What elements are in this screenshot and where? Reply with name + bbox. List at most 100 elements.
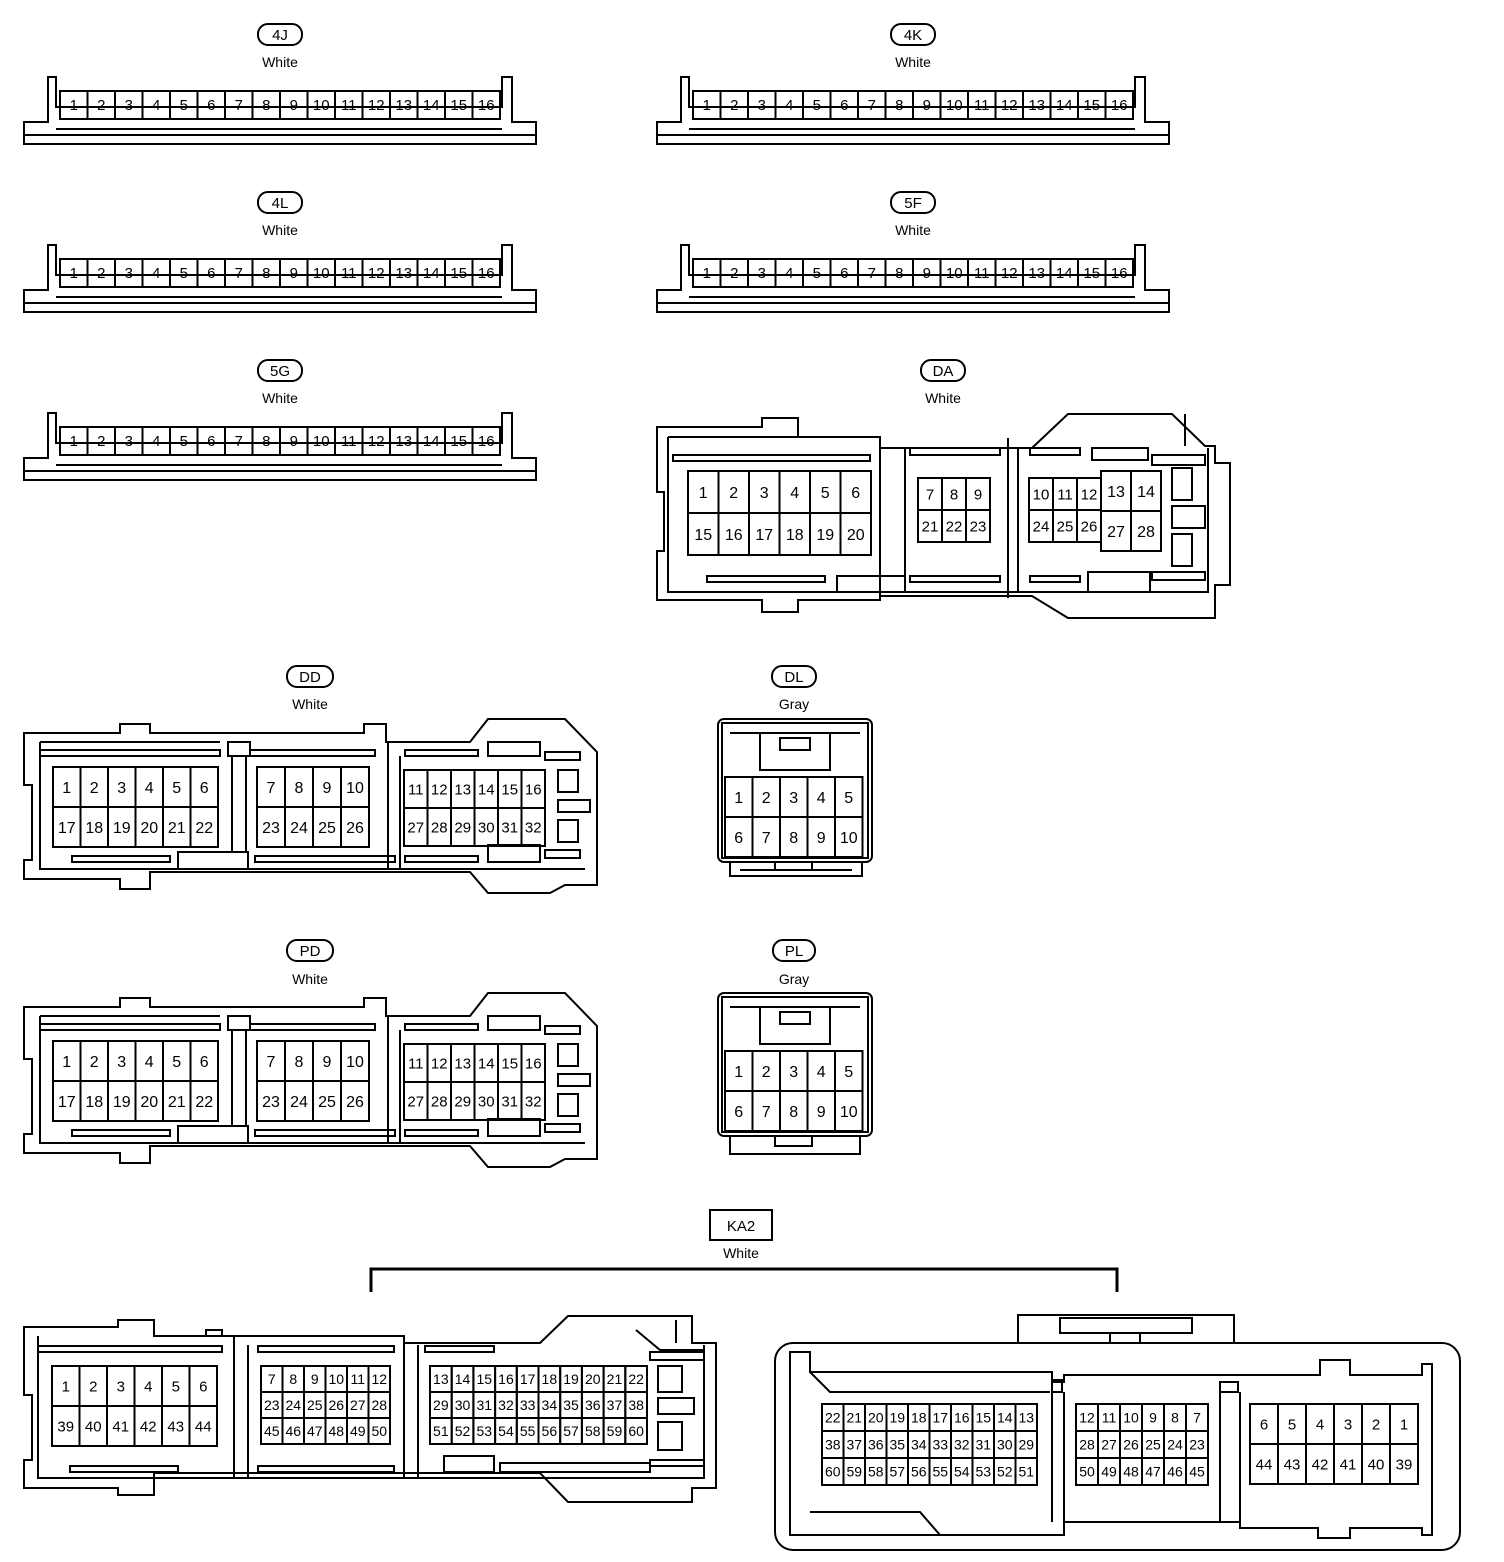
pin-number: 51 — [1018, 1464, 1034, 1480]
pin-number: 10 — [328, 1371, 344, 1387]
pin-number: 4 — [790, 485, 799, 502]
pin-number: 60 — [628, 1423, 644, 1439]
ka2-left-housing — [23, 1315, 717, 1503]
pin-number: 31 — [501, 819, 518, 836]
pin-number: 48 — [328, 1423, 344, 1439]
pin-number: 3 — [117, 1378, 125, 1395]
pin-number: 10 — [946, 97, 963, 114]
pin-number: 46 — [1167, 1464, 1183, 1480]
pin-number: 15 — [450, 433, 467, 450]
pin-number: 26 — [1123, 1437, 1139, 1453]
pin-number: 8 — [950, 486, 958, 503]
pin-number: 26 — [346, 820, 364, 837]
pin-number: 4 — [785, 265, 793, 282]
pin-number: 42 — [1312, 1456, 1329, 1473]
pin-number: 11 — [341, 265, 357, 282]
connector-code-badge — [772, 939, 816, 962]
pin-number: 44 — [195, 1418, 212, 1435]
pin-number: 20 — [140, 1094, 158, 1111]
pin-number: 8 — [789, 830, 798, 847]
pin-number: 57 — [563, 1423, 579, 1439]
pin-number: 47 — [307, 1423, 323, 1439]
pin-number: 16 — [478, 97, 495, 114]
pin-number: 3 — [1344, 1416, 1352, 1433]
pin-number: 3 — [789, 790, 798, 807]
pin-number: 24 — [1033, 518, 1050, 535]
pin-number: 32 — [525, 819, 542, 836]
pin-number: 21 — [922, 518, 939, 535]
pin-number: 30 — [455, 1397, 471, 1413]
pin-number: 9 — [290, 97, 298, 114]
pin-number: 22 — [195, 820, 213, 837]
pin-number: 26 — [346, 1094, 364, 1111]
pin-number: 13 — [395, 433, 412, 450]
pin-number: 19 — [113, 1094, 131, 1111]
connector-code: 4L — [272, 195, 289, 212]
pin-number: 5 — [172, 780, 181, 797]
pin-number: 41 — [112, 1418, 129, 1435]
connector-code-badge — [890, 191, 936, 214]
pin-number: 40 — [1368, 1456, 1385, 1473]
pin-number: 47 — [1145, 1464, 1161, 1480]
pin-number: 3 — [758, 97, 766, 114]
pin-number: 16 — [478, 433, 495, 450]
pin-cell — [189, 806, 219, 848]
pin-number: 10 — [346, 780, 364, 797]
pin-number: 8 — [895, 97, 903, 114]
pin-number: 36 — [585, 1397, 601, 1413]
pin-cell — [188, 1405, 218, 1447]
pin-number: 20 — [140, 820, 158, 837]
pin-number: 14 — [1056, 97, 1073, 114]
pin-number: 34 — [542, 1397, 558, 1413]
connector-color: White — [262, 54, 298, 70]
pin-number: 12 — [431, 1055, 448, 1072]
pin-number: 4 — [1316, 1416, 1324, 1433]
pin-cell — [839, 512, 872, 556]
pin-number: 58 — [585, 1423, 601, 1439]
connector-color: White — [262, 390, 298, 406]
pin-number: 15 — [975, 1410, 991, 1426]
pin-number: 3 — [789, 1064, 798, 1081]
pin-number: 1 — [70, 97, 78, 114]
pin-number: 3 — [117, 1054, 126, 1071]
pin-number: 4 — [817, 1064, 826, 1081]
pin-number: 1 — [70, 433, 78, 450]
pin-number: 1 — [703, 265, 711, 282]
pin-number: 11 — [974, 97, 990, 114]
pin-number: 42 — [140, 1418, 157, 1435]
connector-code-badge — [257, 359, 303, 382]
pin-number: 6 — [734, 1104, 743, 1121]
pin-number: 2 — [729, 485, 738, 502]
pin-number: 44 — [1256, 1456, 1273, 1473]
pin-number: 22 — [825, 1410, 841, 1426]
connector-code-badge — [709, 1209, 773, 1241]
pin-number: 36 — [868, 1437, 884, 1453]
pin-number: 21 — [168, 1094, 186, 1111]
pin-number: 28 — [431, 1093, 448, 1110]
pin-number: 7 — [762, 830, 771, 847]
pin-number: 29 — [454, 819, 471, 836]
pin-number: 17 — [58, 1094, 76, 1111]
pin-number: 32 — [498, 1397, 514, 1413]
pin-number: 2 — [97, 433, 105, 450]
pin-number: 25 — [307, 1397, 323, 1413]
pin-number: 3 — [117, 780, 126, 797]
pin-number: 38 — [628, 1397, 644, 1413]
pin-number: 2 — [730, 97, 738, 114]
pin-number: 9 — [923, 265, 931, 282]
pin-cell — [1014, 1457, 1038, 1486]
pin-number: 15 — [1083, 265, 1100, 282]
pin-number: 8 — [1171, 1410, 1179, 1426]
pin-number: 40 — [85, 1418, 102, 1435]
pin-number: 6 — [734, 830, 743, 847]
connector-code: DA — [933, 363, 954, 380]
pin-number: 8 — [289, 1371, 297, 1387]
pin-number: 16 — [1111, 97, 1128, 114]
pin-number: 16 — [525, 1055, 542, 1072]
pin-number: 4 — [144, 1378, 152, 1395]
pin-cell — [340, 806, 370, 848]
